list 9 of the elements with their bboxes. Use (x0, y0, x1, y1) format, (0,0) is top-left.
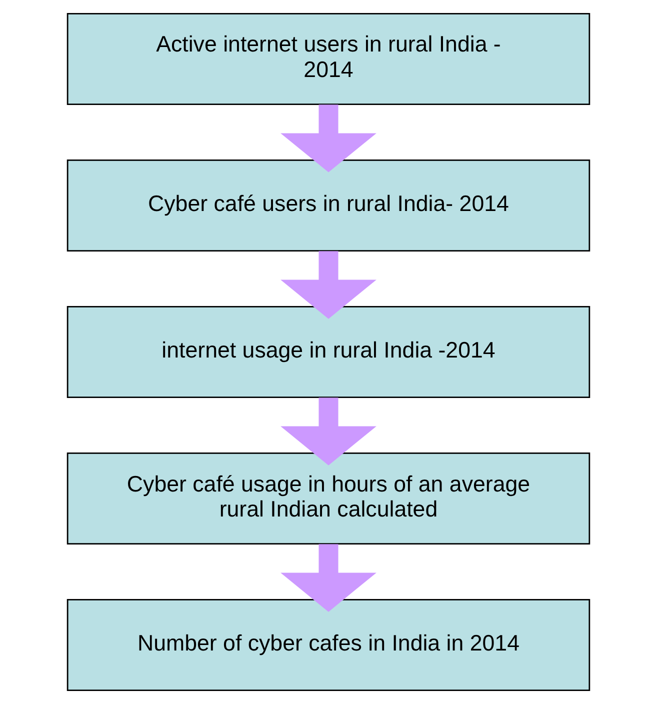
node-box: internet usage in rural India -2014 (66, 306, 590, 398)
node-box: Cyber café users in rural India- 2014 (66, 159, 590, 252)
arrow (280, 251, 376, 319)
arrow (280, 104, 376, 172)
node-box: Number of cyber cafes in India in 2014 (66, 598, 590, 692)
node-box: Active internet users in rural India - 2014 (66, 12, 590, 106)
arrow (280, 544, 376, 612)
node-box: Cyber café usage in hours of an average rural Indian calculated (66, 452, 590, 545)
arrow (280, 398, 376, 466)
